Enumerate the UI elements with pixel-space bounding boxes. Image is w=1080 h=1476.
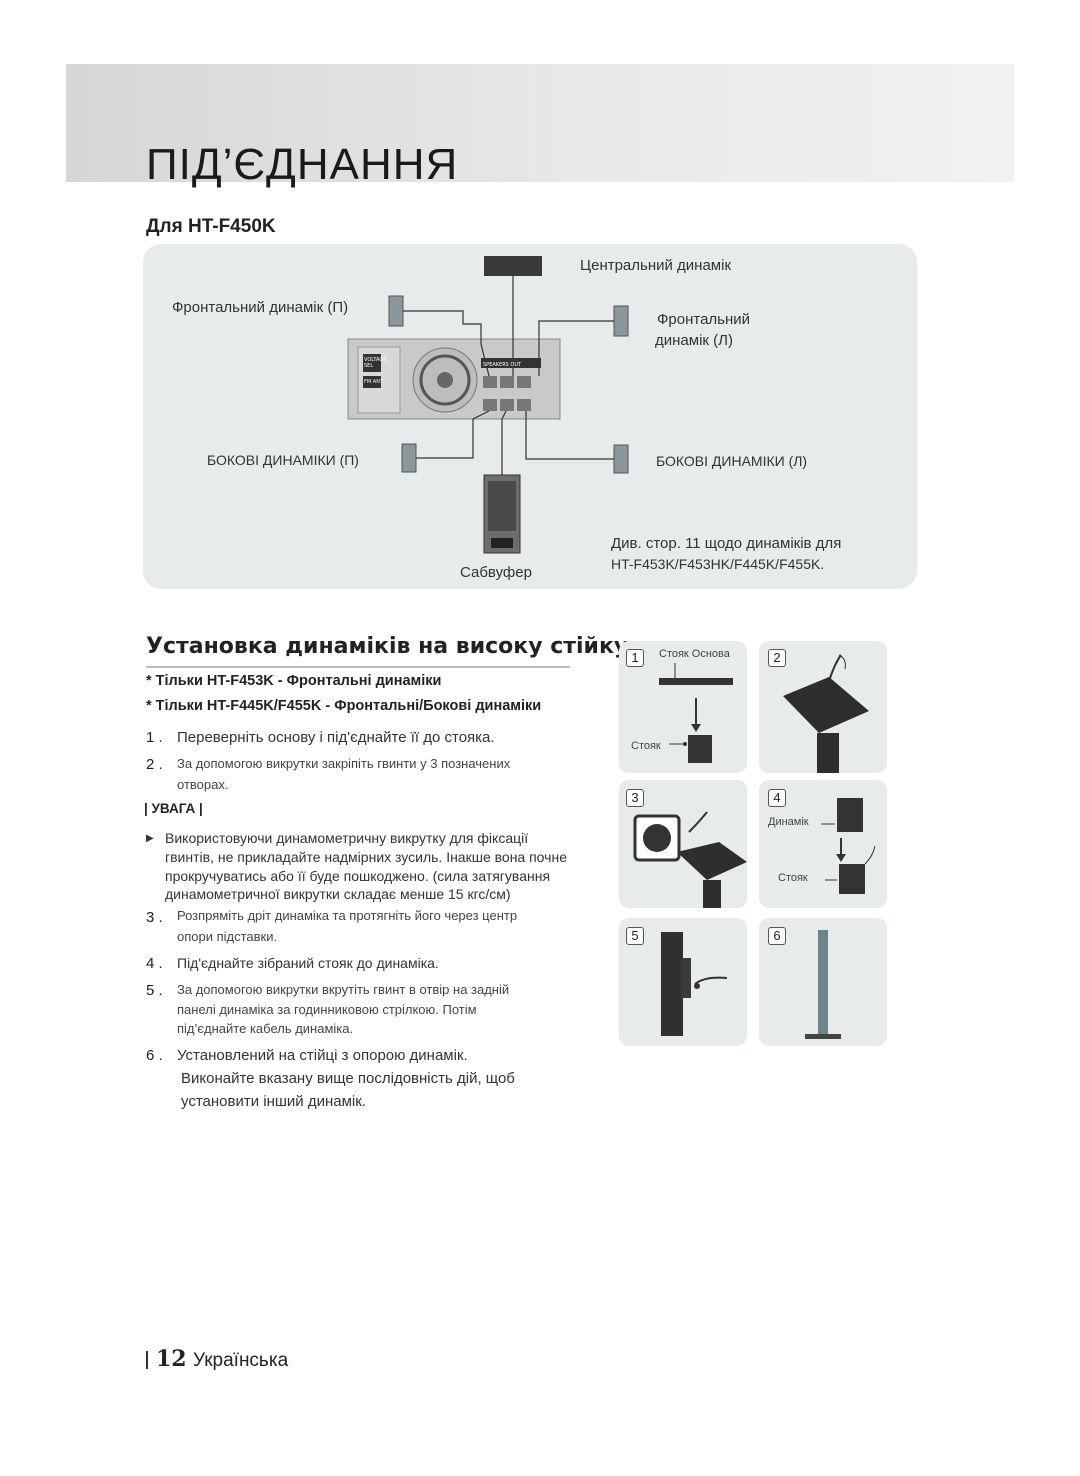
caution-line: прокручуватись або її буде пошкоджено. (… [165,868,551,884]
step-text: отворах. [177,777,229,792]
step-1-illustration [659,663,733,763]
panel-label-stand: Стояк [631,740,661,752]
side-right-label: БОКОВІ ДИНАМІКИ (П) [207,452,359,468]
step-number: 1 . [146,729,163,746]
footer-divider [146,1351,148,1369]
panel-label-stand-base: Стояк Основа [659,648,730,660]
step-text: Переверніть основу і під'єднайте її до с… [177,729,495,746]
diagram-note-2: HT-F453K/F453HK/F445K/F455K. [611,556,825,572]
voltage-label: VOLTAGE SEL [364,357,387,369]
fm-ant-label: FM ANT [364,379,383,385]
step-number: 5 . [146,982,163,999]
front-right-speaker-icon [388,295,404,327]
step-text: За допомогою викрутки вкрутіть гвинт в о… [177,982,510,997]
front-right-label: Фронтальний динамік (П) [172,299,349,316]
step-badge-4: 4 [768,789,786,807]
step-number: 3 . [146,909,163,926]
section-title: Установка динаміків на високу стійку [146,634,629,659]
diagram-note-1: Див. стор. 11 щодо динаміків для [611,535,842,552]
panel-label-speaker: Динамік [768,816,809,828]
front-left-label-1: Фронтальний [657,311,751,328]
connection-diagram-drawing [347,256,629,554]
speakers-out-label: SPEAKERS OUT [483,362,522,368]
step-2-illustration [783,654,869,773]
step-6-illustration [805,930,841,1039]
step-badge-2: 2 [768,649,786,667]
side-right-speaker-icon [401,443,417,473]
step-text: Виконайте вказану вище послідовність дій… [181,1070,515,1087]
step-number: 6 . [146,1047,163,1064]
step-badge-3: 3 [626,789,644,807]
step-text: Розпряміть дріт динаміка та протягніть й… [177,908,518,923]
page-title: ПІД’ЄДНАННЯ [146,140,459,189]
panel-label-stand: Стояк [778,872,808,884]
step-text: опори підставки. [177,929,278,944]
step-text: Установлений на стійці з опорою динамік. [177,1047,468,1064]
step-text: установити інший динамік. [181,1093,366,1110]
step-badge-1: 1 [626,649,644,667]
caution-line: гвинтів, не прикладайте надмірних зусиль… [165,849,567,865]
step-3-illustration [633,811,747,908]
section-divider [146,666,570,668]
model-heading: Для HT-F450K [146,216,276,237]
subwoofer-label: Сабвуфер [460,564,532,581]
step-number: 2 . [146,756,163,773]
front-left-speaker-icon [613,305,629,337]
header-banner [66,64,1014,182]
caution-line: Використовуючи динамометричну викрутку д… [165,830,529,846]
center-speaker-label: Центральний динамік [580,257,732,274]
step-text: Під'єднайте зібраний стояк до динаміка. [177,955,439,971]
center-speaker-icon [484,256,542,276]
step-text: панелі динаміка за годинниковою стрілкою… [177,1002,477,1017]
model-note-1: * Тільки HT-F453K - Фронтальні динаміки [146,673,442,689]
front-left-label-2: динамік (Л) [655,332,733,349]
step-badge-5: 5 [626,927,644,945]
caution-label: | УВАГА | [144,801,203,816]
step-text: За допомогою викрутки закріпіть гвинти у… [177,756,511,771]
caution-arrow-icon: ▶ [146,833,154,844]
step-number: 4 . [146,955,163,972]
step-text: під’єднайте кабель динаміка. [177,1021,354,1036]
step-4-illustration [821,798,876,894]
caution-line: динамометричної викрутки складає менше 1… [165,886,511,902]
step-5-illustration [661,932,728,1036]
page-number: 12 [156,1346,187,1372]
model-note-2: * Тільки HT-F445K/F455K - Фронтальні/Бок… [146,698,542,714]
step-badge-6: 6 [768,927,786,945]
side-left-speaker-icon [613,444,629,474]
page-language: Українська [193,1350,289,1371]
side-left-label: БОКОВІ ДИНАМІКИ (Л) [656,453,808,469]
